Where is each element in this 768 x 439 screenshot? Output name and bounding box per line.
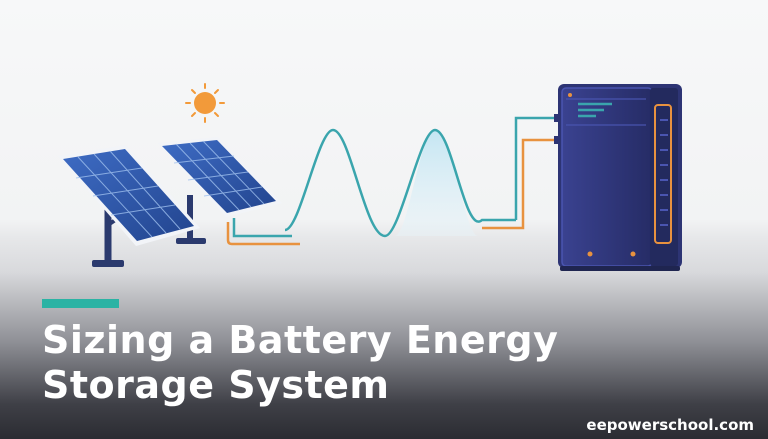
title-line-1: Sizing a Battery Energy: [42, 318, 559, 362]
site-credit: eepowerschool.com: [586, 416, 754, 434]
page-title: Sizing a Battery Energy Storage System: [42, 318, 558, 408]
sun-icon: [185, 83, 225, 123]
sine-wave: [284, 128, 516, 238]
accent-bar: [42, 299, 119, 308]
title-line-2: Storage System: [42, 363, 390, 407]
teal-cable: [514, 116, 560, 220]
solar-panel-icon: [58, 145, 200, 267]
orange-cable: [226, 222, 300, 246]
orange-cable: [482, 138, 560, 230]
battery-cabinet-icon: [558, 84, 682, 271]
teal-cable: [232, 218, 292, 238]
